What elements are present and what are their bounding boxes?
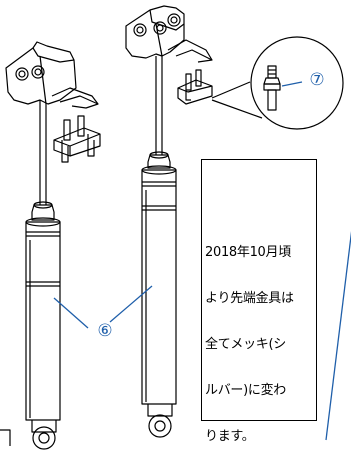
leader-note <box>325 230 351 441</box>
note-line: ルバー)に変わ <box>205 383 286 398</box>
left-mounting-bracket <box>5 41 77 105</box>
left-bracket-hole-2 <box>31 65 45 79</box>
detail-circle <box>250 36 344 130</box>
gas-spring-diagram <box>0 5 351 450</box>
left-bracket-hole-1 <box>15 67 29 81</box>
note-line: ります。 <box>205 429 255 444</box>
note-line: 2018年10月頃 <box>205 245 291 260</box>
left-gas-spring <box>5 41 101 450</box>
right-mounting-bracket <box>125 5 185 59</box>
corner-bracket <box>0 429 11 446</box>
left-bottom-eye <box>32 426 56 450</box>
right-bracket-hole-2 <box>153 21 167 35</box>
right-stud-plate <box>177 79 213 105</box>
left-cylinder <box>25 221 61 421</box>
leader-6-left <box>53 297 89 329</box>
stud-part-icon <box>267 65 277 79</box>
part-7-callout: ⑦ <box>309 70 325 90</box>
leader-6-right <box>109 285 153 323</box>
note-text: 2018年10月頃 より先端金具は 全てメッキ(シ ルバー)に変わ ります。 <box>205 218 317 471</box>
note-line: 全てメッキ(シ <box>205 337 286 352</box>
right-cylinder <box>141 169 177 405</box>
note-box: 2018年10月頃 より先端金具は 全てメッキ(シ ルバー)に変わ ります。 <box>201 159 317 444</box>
note-line: より先端金具は <box>205 291 294 306</box>
part-6-callout: ⑥ <box>97 321 113 341</box>
right-bottom-eye <box>148 414 172 438</box>
right-gas-spring <box>125 5 213 438</box>
leader-7 <box>281 81 303 87</box>
callout-leaders <box>53 81 351 441</box>
right-bracket-hole-1 <box>133 23 147 37</box>
part-7-detail <box>211 36 344 130</box>
